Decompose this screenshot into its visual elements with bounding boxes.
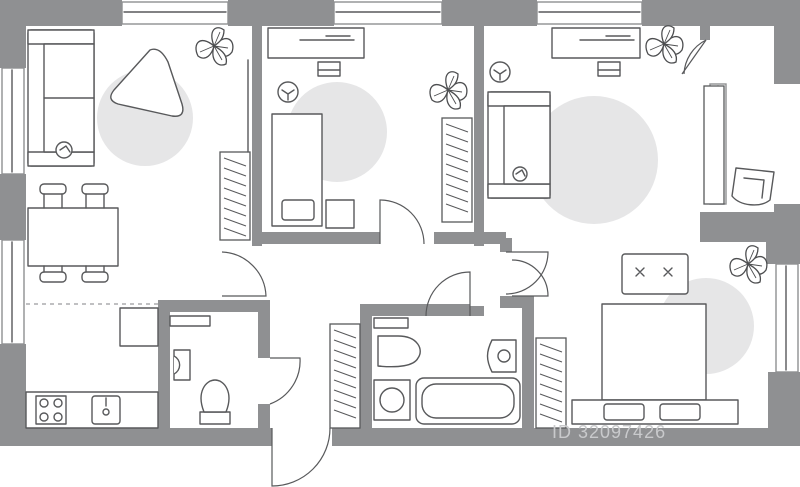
watermark-id: ID 32097426 (552, 422, 667, 442)
plant-icon (645, 25, 684, 64)
bedroom-3 (535, 245, 768, 429)
doors (26, 39, 707, 487)
plant-icon (729, 245, 768, 284)
bathroom (329, 317, 521, 429)
living-room (27, 27, 251, 283)
bedroom-2 (487, 25, 775, 206)
bedroom-1 (267, 27, 473, 229)
toilet-room (169, 315, 231, 425)
walls (0, 0, 800, 446)
kitchen (25, 307, 159, 429)
plant-icon (429, 71, 468, 110)
plant-icon (195, 27, 234, 66)
